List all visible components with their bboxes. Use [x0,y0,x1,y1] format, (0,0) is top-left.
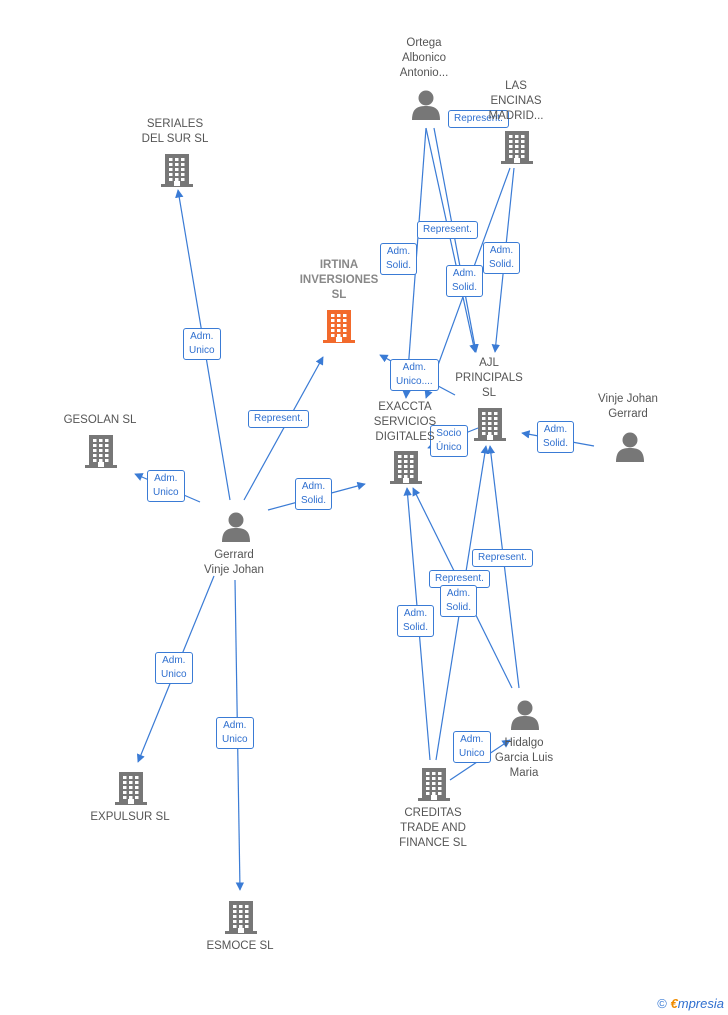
node-label-vinje[interactable]: Vinje Johan Gerrard [598,393,658,420]
building-icon-irtina[interactable] [323,310,355,343]
node-label-gesolan[interactable]: GESOLAN SL [63,414,137,426]
copyright-notice: © €mpresia [657,996,724,1011]
edge-label-creditas-to-exaccta[interactable]: Adm. Solid. [397,605,435,637]
building-icon-exaccta[interactable] [390,451,422,484]
node-label-creditas[interactable]: CREDITAS TRADE AND FINANCE SL [399,807,467,849]
edge-ortega-to-ajl [433,127,479,353]
edge-label-hidalgo-to-ajl[interactable]: Represent. [472,549,533,567]
edge-label-gerrard-to-gesolan[interactable]: Adm. Unico [147,470,185,502]
edge-ortega-to-exaccta [425,127,478,353]
edge-label-gerrard-to-esmoce[interactable]: Adm. Unico [216,717,254,749]
building-icon-ajl[interactable] [474,408,506,441]
building-icon-creditas[interactable] [418,768,450,801]
edge-label-creditas-to-ajl[interactable]: Adm. Solid. [440,585,478,617]
edge-label-ajl-to-irtina[interactable]: Adm. Unico.... [390,359,439,391]
brand-logo[interactable]: €mpresia [670,996,724,1011]
edge-label-gerrard-to-seriales[interactable]: Adm. Unico [183,328,221,360]
person-icon-hidalgo[interactable] [511,700,539,731]
node-label-seriales[interactable]: SERIALES DEL SUR SL [141,118,209,145]
person-icon-gerrard[interactable] [222,512,250,543]
person-icon-ortega[interactable] [412,90,440,121]
node-label-ortega[interactable]: Ortega Albonico Antonio... [399,37,449,79]
edge-label-vinje-to-ajl[interactable]: Adm. Solid. [537,421,575,453]
edge-label-encinas-to-exaccta[interactable]: Represent. [417,221,478,239]
person-icon-vinje[interactable] [616,432,644,463]
node-label-exaccta[interactable]: EXACCTA SERVICIOS DIGITALES [373,401,437,443]
edge-label-ortega-to-encinas[interactable]: Adm. Solid. [380,243,418,275]
edge-hidalgo-to-ajl [486,445,520,689]
edge-label-gerrard-to-exaccta[interactable]: Adm. Solid. [295,478,333,510]
building-icon-seriales[interactable] [161,154,193,187]
node-label-irtina[interactable]: IRTINA INVERSIONES SL [299,259,379,301]
edge-gerrard-to-irtina [243,356,324,501]
copyright-icon: © [657,996,667,1011]
building-icon-encinas[interactable] [501,131,533,164]
edge-label-ajl-to-exaccta[interactable]: Socio Único [430,425,468,457]
node-label-expulsur[interactable]: EXPULSUR SL [90,811,170,823]
node-label-esmoce[interactable]: ESMOCE SL [206,940,274,952]
edge-label-gerrard-to-irtina[interactable]: Represent. [248,410,309,428]
edge-label-ortega-to-exaccta[interactable]: Represent. [448,110,509,128]
edge-label-encinas-to-ajl[interactable]: Adm. Solid. [483,242,521,274]
node-label-ajl[interactable]: AJL PRINCIPALS SL [455,357,523,399]
building-icon-expulsur[interactable] [115,772,147,805]
node-label-encinas[interactable]: LAS ENCINAS MADRID... [488,80,544,122]
node-label-gerrard[interactable]: Gerrard Vinje Johan [204,549,264,576]
edge-label-gerrard-to-expulsur[interactable]: Adm. Unico [155,652,193,684]
node-label-hidalgo[interactable]: Hidalgo Garcia Luis Maria [494,737,554,779]
building-icon-gesolan[interactable] [85,435,117,468]
edge-label-ortega-to-ajl[interactable]: Adm. Solid. [446,265,484,297]
edge-label-creditas-to-hidalgo[interactable]: Adm. Unico [453,731,491,763]
building-icon-esmoce[interactable] [225,901,257,934]
